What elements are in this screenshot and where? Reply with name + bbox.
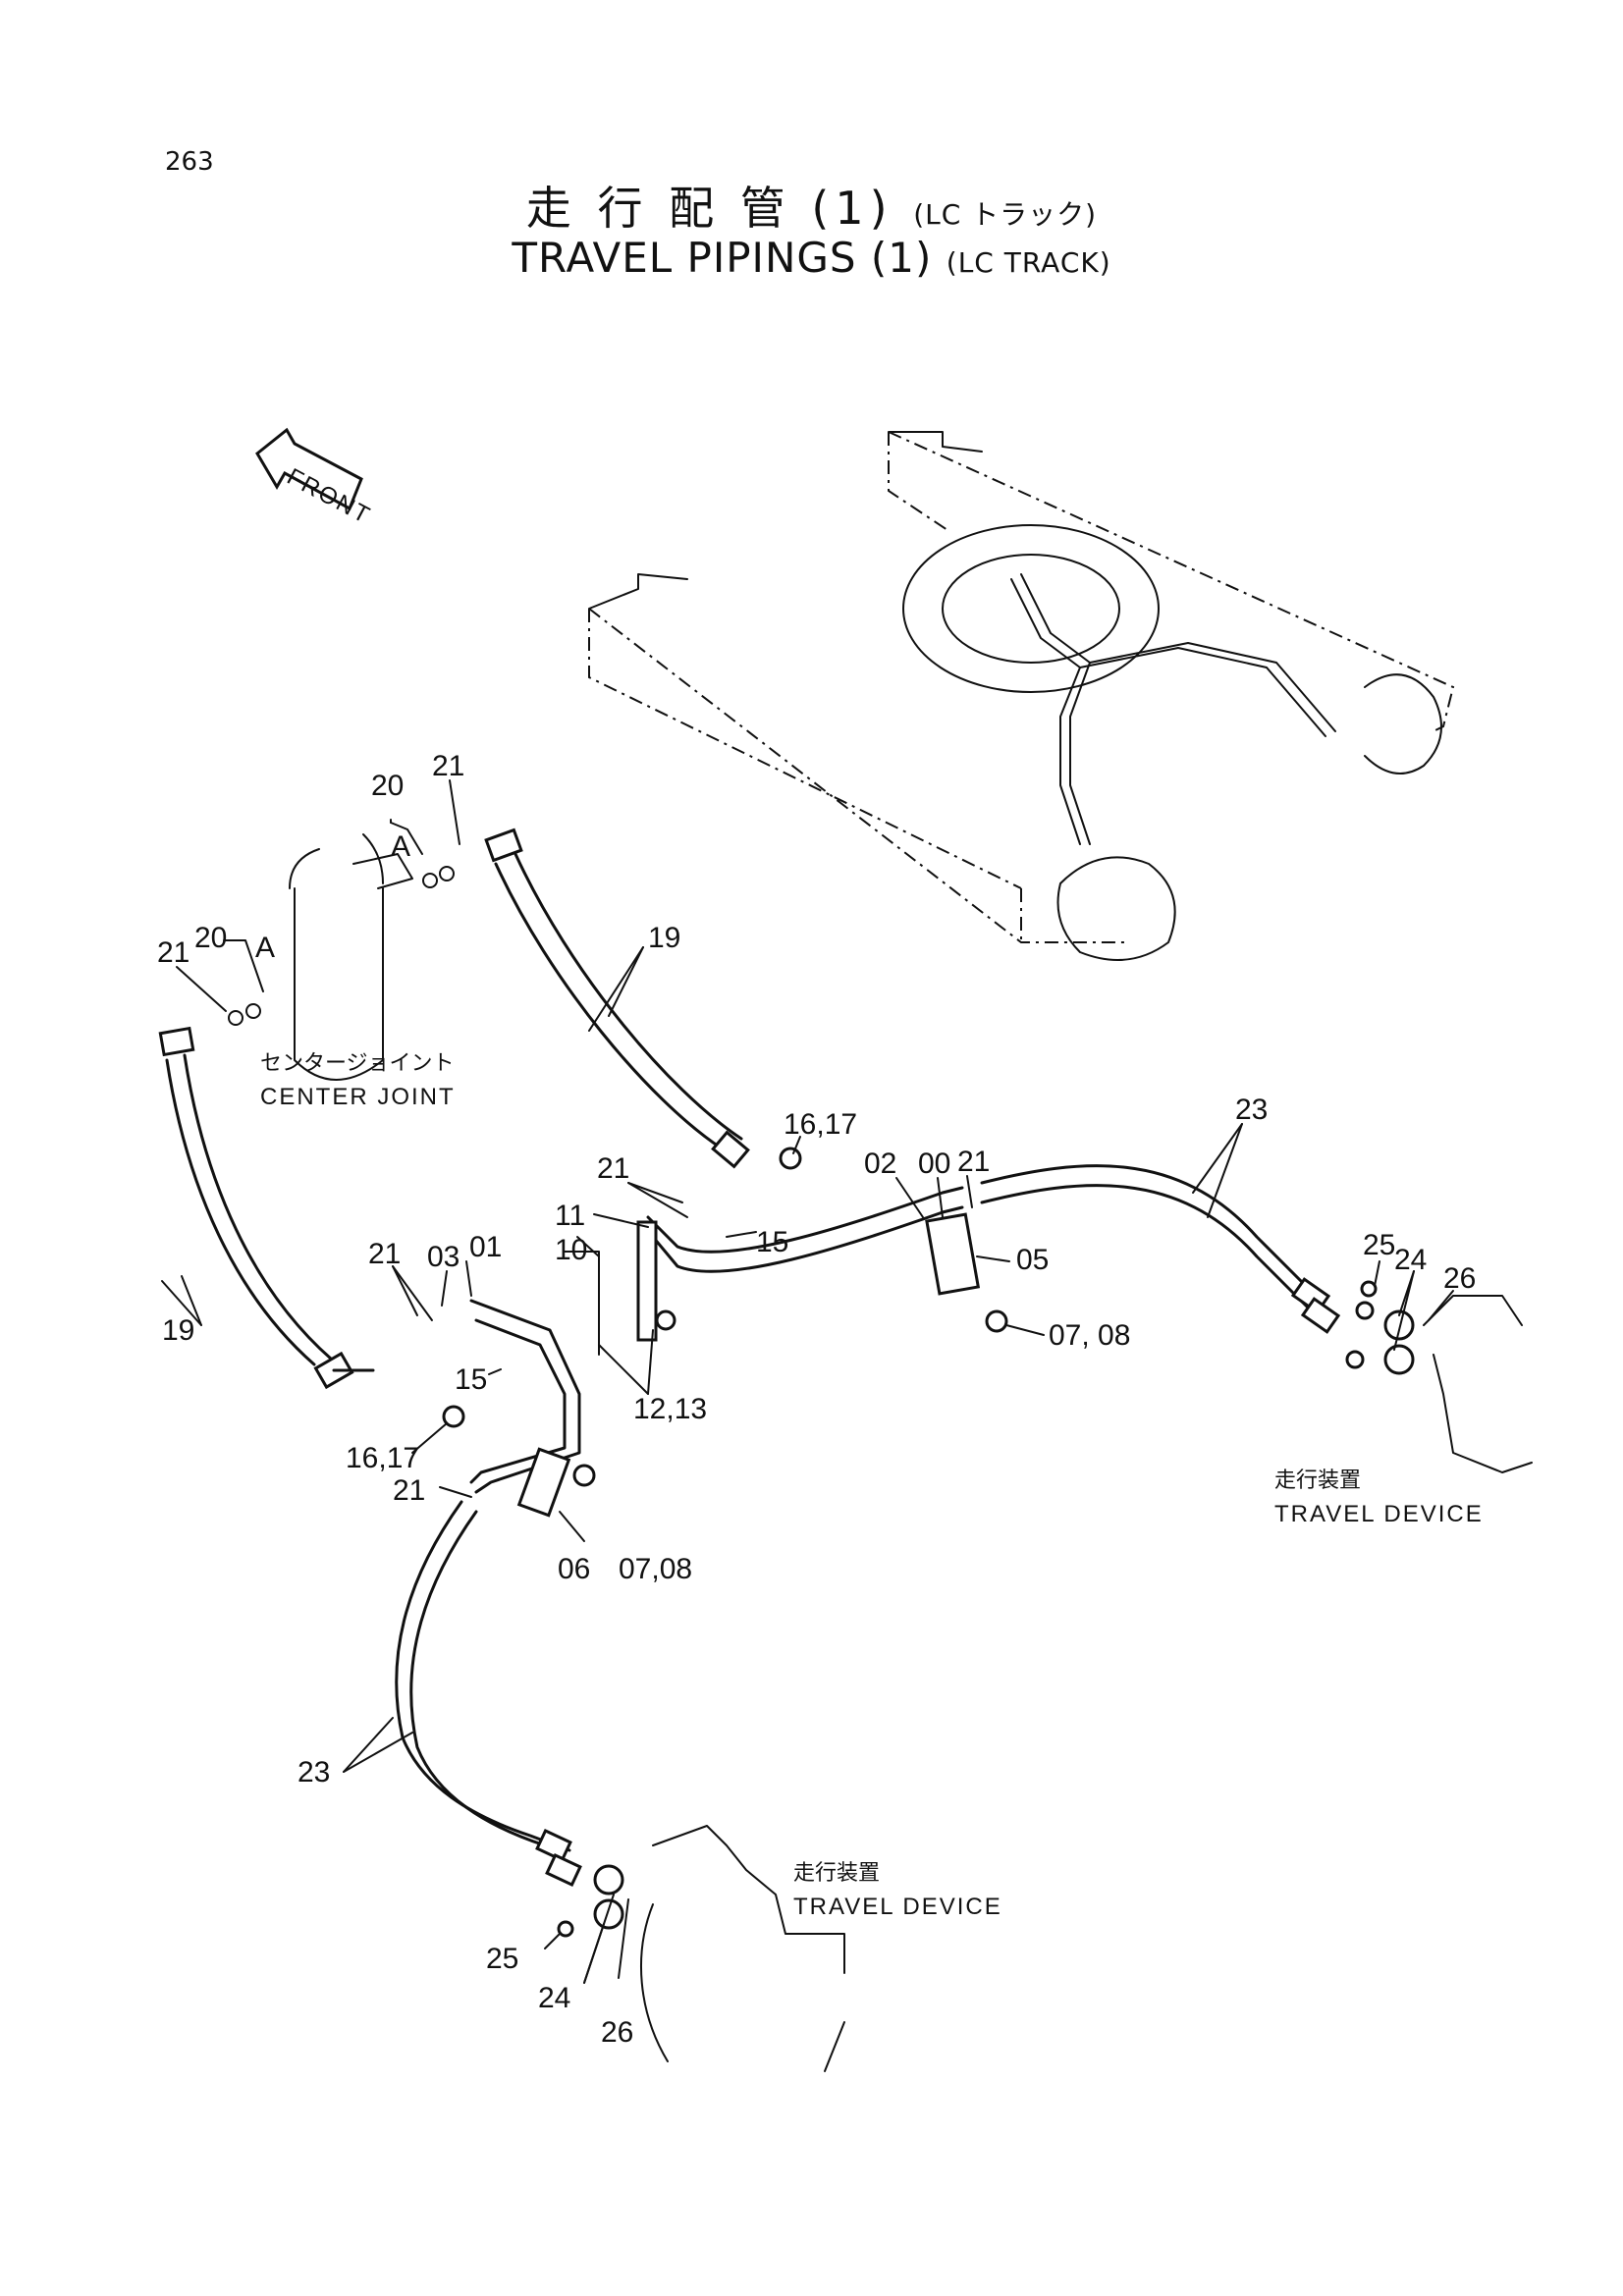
travel-device-lower-caption-en: TRAVEL DEVICE	[793, 1894, 1002, 1920]
label-07-08: 07,08	[619, 1553, 692, 1585]
label-12-13: 12,13	[633, 1393, 707, 1425]
label-26: 26	[1443, 1262, 1476, 1295]
label-11: 11	[555, 1200, 585, 1232]
travel-device-lower-caption-jp: 走行装置	[793, 1861, 880, 1886]
label-20: 20	[371, 770, 404, 802]
label-21: 21	[432, 750, 464, 782]
label-15: 15	[756, 1226, 788, 1258]
label-16-17: 16,17	[784, 1108, 857, 1141]
front-arrow: FRONT	[255, 427, 375, 529]
label-00: 00	[918, 1148, 950, 1180]
label-21: 21	[157, 936, 189, 969]
label-26: 26	[601, 2016, 633, 2049]
title-jp-main: 走 行 配 管 (1)	[525, 182, 893, 235]
part-labels: 20 21 A 20 21 A 19 21 16,17 02 00 21 23 …	[157, 750, 1476, 2049]
hose-23-right	[980, 1164, 1341, 1334]
hose-23-lower	[395, 1500, 582, 1887]
center-joint-caption-jp: センタージョイント	[260, 1051, 455, 1076]
track-frame	[588, 431, 1455, 961]
label-25: 25	[486, 1943, 518, 1975]
label-10: 10	[555, 1234, 587, 1266]
hose-19-left	[158, 1026, 375, 1390]
title-english: TRAVEL PIPINGS (1) (LC TRACK)	[0, 234, 1623, 282]
label-21: 21	[597, 1152, 629, 1185]
page-number: 263	[165, 147, 214, 177]
label-03: 03	[427, 1241, 460, 1273]
label-a: A	[391, 830, 410, 863]
leader-lines	[161, 779, 1454, 1984]
label-21: 21	[368, 1238, 401, 1270]
hose-19-upper	[484, 828, 750, 1169]
title-en-main: TRAVEL PIPINGS (1)	[512, 234, 933, 282]
title-jp-sub: (LC トラック)	[913, 198, 1098, 231]
label-01: 01	[469, 1231, 502, 1263]
travel-device-right-caption-en: TRAVEL DEVICE	[1274, 1501, 1484, 1527]
label-05: 05	[1016, 1244, 1049, 1276]
bolts	[442, 1147, 1378, 1938]
travel-device-right	[1345, 1295, 1533, 1473]
label-19: 19	[648, 922, 680, 954]
label-24: 24	[538, 1982, 570, 2014]
captions: センタージョイント CENTER JOINT 走行装置 TRAVEL DEVIC…	[260, 1051, 1484, 1920]
label-23: 23	[1235, 1094, 1268, 1126]
label-16-17: 16,17	[346, 1442, 419, 1474]
label-15: 15	[455, 1363, 487, 1396]
label-21: 21	[393, 1474, 425, 1507]
travel-device-right-caption-jp: 走行装置	[1274, 1468, 1361, 1493]
label-23: 23	[298, 1756, 330, 1789]
label-07-08: 07, 08	[1049, 1319, 1130, 1352]
label-20: 20	[194, 922, 227, 954]
label-02: 02	[864, 1148, 896, 1180]
label-a: A	[255, 932, 275, 964]
center-joint-caption-en: CENTER JOINT	[260, 1084, 456, 1110]
label-06: 06	[558, 1553, 590, 1585]
steel-pipes	[469, 1186, 964, 1494]
title-japanese: 走 行 配 管 (1) (LC トラック)	[0, 173, 1623, 238]
clamps	[516, 1212, 981, 1518]
center-joint	[228, 833, 455, 1081]
label-19: 19	[162, 1314, 194, 1347]
label-24: 24	[1394, 1244, 1427, 1276]
title-en-sub: (LC TRACK)	[946, 246, 1111, 279]
travel-device-lower	[593, 1825, 845, 2072]
label-21: 21	[957, 1146, 990, 1178]
label-25: 25	[1363, 1229, 1395, 1261]
